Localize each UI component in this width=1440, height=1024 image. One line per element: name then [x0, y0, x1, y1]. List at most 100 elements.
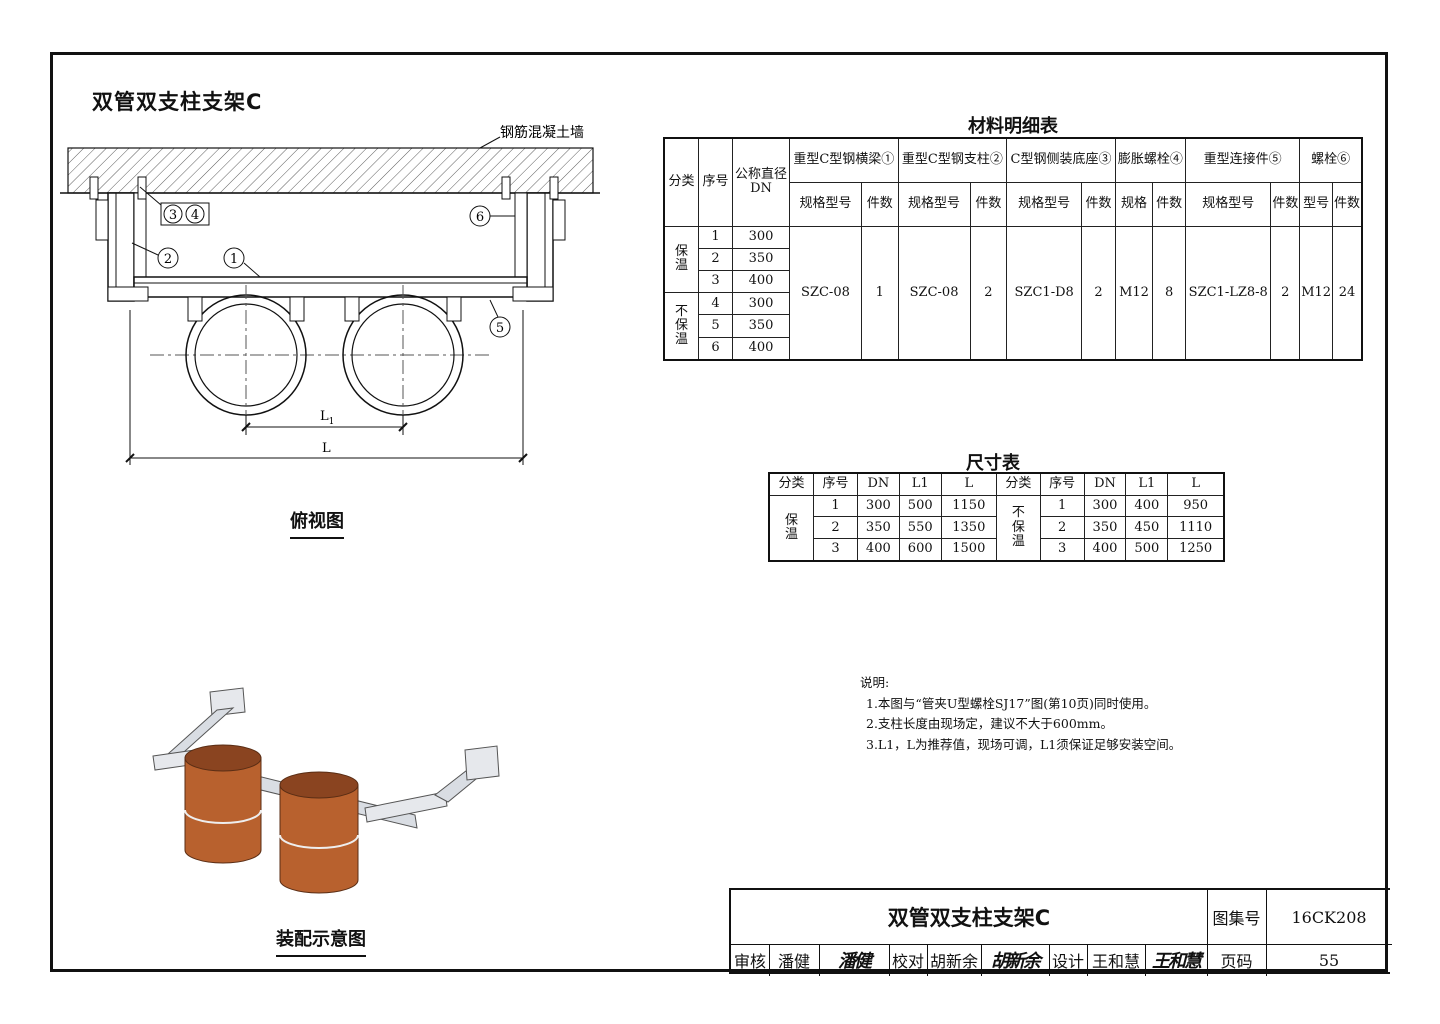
dim-L-label: L	[322, 441, 331, 456]
dim-cell: 1110	[1167, 516, 1225, 540]
designer-name: 王和慧	[1091, 952, 1140, 971]
mat-val-10: 2	[1270, 225, 1301, 361]
drawing-title: 双管双支柱支架C	[92, 90, 263, 114]
dim-cat-noninsulated: 不 保 温	[995, 494, 1041, 562]
concrete-wall	[67, 147, 594, 194]
right-post	[526, 192, 554, 302]
mat-header-comp-2: 重型C型钢支柱②	[897, 137, 1008, 183]
page-number: 55	[1318, 950, 1340, 970]
mat-val-4: 2	[969, 225, 1008, 361]
dim-cell: 450	[1125, 516, 1169, 540]
mat-header-seq: 序号	[698, 137, 733, 227]
dim-header: 序号	[1039, 472, 1085, 496]
mat-sub-6: 件数	[1081, 181, 1116, 227]
dim-header: L1	[1125, 472, 1169, 496]
designer-signature: 王和慧	[1152, 951, 1202, 972]
mat-val-12: 24	[1332, 225, 1363, 361]
dim-cell: 950	[1167, 494, 1225, 518]
plan-view-caption: 俯视图	[290, 507, 344, 539]
assembly-pipe-left	[184, 744, 262, 864]
dimension-table-title: 尺寸表	[966, 453, 1020, 474]
plan-view-drawing: 钢筋混凝土墙 1 2 3	[60, 124, 600, 465]
dim-cell: 400	[1083, 538, 1127, 562]
dim-cell: 1250	[1167, 538, 1225, 562]
assembly-drawing	[152, 687, 500, 894]
mat-sub-1: 规格型号	[789, 181, 862, 227]
mat-header-comp-4: 膨胀螺栓④	[1114, 137, 1187, 183]
mat-seq: 2	[698, 247, 733, 271]
dim-cell: 550	[898, 516, 942, 540]
dim-cell: 400	[856, 538, 900, 562]
mat-dn: 350	[732, 247, 790, 271]
mat-val-2: 1	[860, 225, 899, 361]
mat-header-comp-3: C型钢侧装底座③	[1006, 137, 1116, 183]
mat-cat-insulated: 保 温	[663, 225, 699, 294]
check-label: 校对	[891, 952, 924, 971]
wall-label: 钢筋混凝土墙	[500, 124, 584, 141]
mat-seq: 4	[698, 292, 733, 316]
mat-val-8: 8	[1152, 225, 1187, 361]
dim-cell: 1500	[940, 538, 997, 562]
dim-cell: 1350	[940, 516, 997, 540]
dimension-table: 分类 序号 DN L1 L 分类 序号 DN L1 L 保 温 1 300 50…	[768, 472, 1225, 562]
notes: 说明: 1.本图与“管夹U型螺栓SJ17”图(第10页)同时使用。 2.支柱长度…	[860, 673, 1181, 755]
dim-cell: 500	[898, 494, 942, 518]
dim-cell: 2	[1039, 516, 1085, 540]
dim-cell: 400	[1125, 494, 1169, 518]
note-item-3: 3.L1，L为推荐值，现场可调，L1须保证足够安装空间。	[866, 736, 1182, 752]
drawing-frame	[50, 52, 1388, 972]
mat-sub-3: 规格型号	[897, 181, 971, 227]
mat-dn: 300	[732, 225, 790, 249]
callout-5: 5	[496, 321, 504, 336]
dim-cell: 3	[813, 538, 858, 562]
mat-header-dn: 公称直径 DN	[732, 137, 790, 227]
material-table-title: 材料明细表	[968, 116, 1058, 137]
mat-seq: 1	[698, 225, 733, 249]
atlas-number: 16CK208	[1291, 907, 1367, 927]
callout-6: 6	[476, 210, 484, 225]
page-label: 页码	[1220, 952, 1253, 971]
mat-dn: 300	[732, 292, 790, 316]
mat-sub-10: 件数	[1270, 181, 1301, 227]
left-post	[107, 192, 135, 302]
dim-cell: 500	[1125, 538, 1169, 562]
reviewer-signature: 潘健	[838, 951, 872, 972]
crossbeam	[133, 276, 528, 298]
mat-sub-2: 件数	[860, 181, 899, 227]
dim-cell: 600	[898, 538, 942, 562]
dim-cell: 350	[856, 516, 900, 540]
dim-cell: 1	[813, 494, 858, 518]
mat-sub-11: 型号	[1299, 181, 1334, 227]
mat-cat-noninsulated: 不 保 温	[663, 292, 699, 361]
mat-seq: 5	[698, 314, 733, 338]
note-item-1: 1.本图与“管夹U型螺栓SJ17”图(第10页)同时使用。	[866, 695, 1157, 711]
mat-sub-8: 件数	[1152, 181, 1187, 227]
mat-header-comp-5: 重型连接件⑤	[1185, 137, 1301, 183]
dim-cell: 300	[1083, 494, 1127, 518]
review-label: 审核	[733, 952, 766, 971]
mat-val-11: M12	[1299, 225, 1334, 361]
assembly-pipe-right	[279, 771, 359, 894]
dim-cat-insulated: 保 温	[768, 494, 815, 562]
mat-val-9: SZC1-LZ8-8	[1185, 225, 1272, 361]
mat-sub-9: 规格型号	[1185, 181, 1272, 227]
atlas-label: 图集号	[1212, 909, 1261, 928]
dim-header: 分类	[768, 472, 815, 496]
title-block-title: 双管双支柱支架C	[887, 906, 1051, 930]
dim-header: L	[940, 472, 997, 496]
callout-4: 4	[191, 208, 199, 223]
dim-header: DN	[1083, 472, 1127, 496]
callout-3: 3	[169, 208, 177, 223]
mat-sub-12: 件数	[1332, 181, 1363, 227]
mat-header-category: 分类	[663, 137, 699, 227]
dim-cell: 3	[1039, 538, 1085, 562]
pipe-right	[342, 285, 464, 425]
mat-val-1: SZC-08	[789, 225, 862, 361]
reviewer-name: 潘健	[777, 952, 810, 971]
dim-header: DN	[856, 472, 900, 496]
mat-val-7: M12	[1114, 225, 1154, 361]
dim-cell: 1	[1039, 494, 1085, 518]
mat-header-comp-1: 重型C型钢横梁①	[789, 137, 899, 183]
callout-2: 2	[164, 252, 172, 267]
dim-header: 序号	[813, 472, 858, 496]
